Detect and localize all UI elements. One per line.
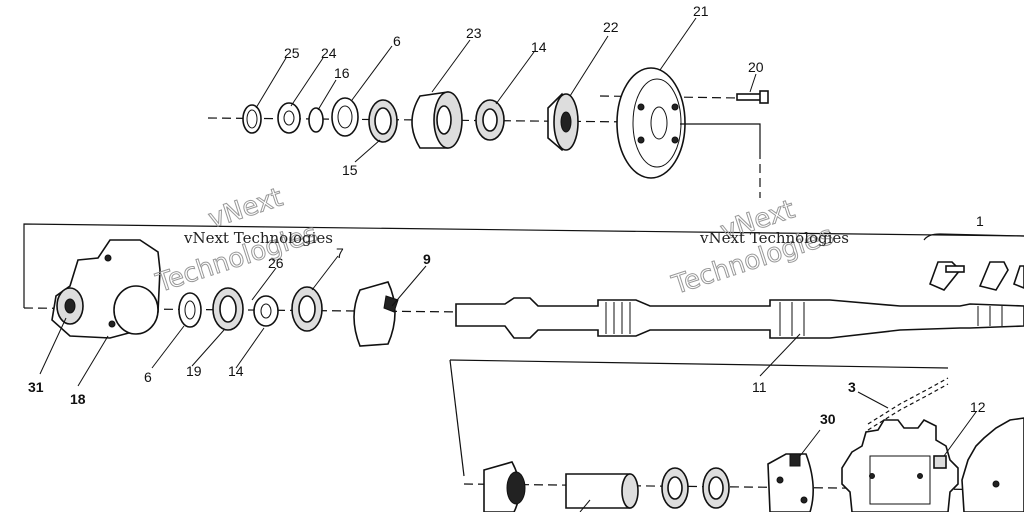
part-12-bolt (933, 455, 947, 469)
part-31-adjuster-nut (56, 287, 84, 325)
part-11-axle (455, 297, 1024, 339)
part-21-brake-disc (616, 67, 686, 179)
callout-6-mid: 6 (144, 369, 152, 385)
part-30-sprocket-flange (767, 453, 814, 512)
part-7-bearing (291, 286, 323, 332)
part-20-bolt (736, 90, 769, 104)
svg-text:vNext Technologies: vNext Technologies (183, 229, 333, 247)
callout-14-mid: 14 (228, 363, 244, 379)
callout-18: 18 (70, 391, 86, 407)
part-22-hub (547, 92, 579, 152)
part-9-cam (353, 281, 399, 347)
callout-7: 7 (336, 245, 344, 261)
callout-3: 3 (848, 379, 856, 395)
bottom-spacer-tube (565, 473, 639, 509)
part-19-bearing (212, 287, 244, 331)
callout-19: 19 (186, 363, 202, 379)
part-6-seal-mid (178, 292, 202, 328)
svg-text:vNext Technologies: vNext Technologies (699, 229, 849, 247)
callout-11: 11 (752, 379, 767, 395)
callout-12: 12 (970, 399, 986, 415)
callout-25: 25 (284, 45, 300, 61)
callout-24: 24 (321, 45, 337, 61)
part-23-bearing-carrier (411, 91, 463, 149)
callout-labels: 25 24 16 6 23 14 22 21 20 15 1 26 7 9 31… (28, 3, 986, 427)
callout-15: 15 (342, 162, 358, 178)
part-1-chain-link-kit (923, 233, 1024, 291)
top-axle-assembly (207, 67, 769, 198)
part-14-bearing-top (475, 99, 505, 141)
callout-22: 22 (603, 19, 619, 35)
bottom-hub-carrier (483, 461, 526, 512)
callout-20: 20 (748, 59, 764, 75)
bottom-bearing-1 (661, 467, 689, 509)
callout-30: 30 (820, 411, 836, 427)
callout-26: 26 (268, 255, 284, 271)
callout-9: 9 (423, 251, 431, 267)
callout-23: 23 (466, 25, 482, 41)
callout-14-top: 14 (531, 39, 547, 55)
callout-21: 21 (693, 3, 709, 19)
watermark-left: vNext Technologies vNext Technologies (151, 182, 333, 299)
rear-sprocket (841, 418, 959, 512)
second-sprocket (961, 417, 1024, 512)
watermark-right: vNext Technologies vNext Technologies (667, 194, 849, 301)
part-24-spacer (277, 102, 301, 134)
bottom-sprocket-assembly (449, 359, 1024, 512)
part-25-circlip (242, 104, 262, 134)
part-16-o-ring (308, 107, 324, 133)
part-6-seal-top (331, 97, 359, 137)
part-15-bearing (368, 99, 398, 143)
callout-6-top: 6 (393, 33, 401, 49)
bottom-bearing-2 (702, 467, 730, 509)
callout-1: 1 (976, 213, 984, 229)
part-3-drive-chain (867, 377, 949, 425)
part-26-sleeve (253, 295, 279, 327)
callout-16: 16 (334, 65, 350, 81)
leader-lines (39, 17, 977, 512)
callout-31: 31 (28, 379, 44, 395)
middle-axle-assembly (23, 223, 1024, 347)
